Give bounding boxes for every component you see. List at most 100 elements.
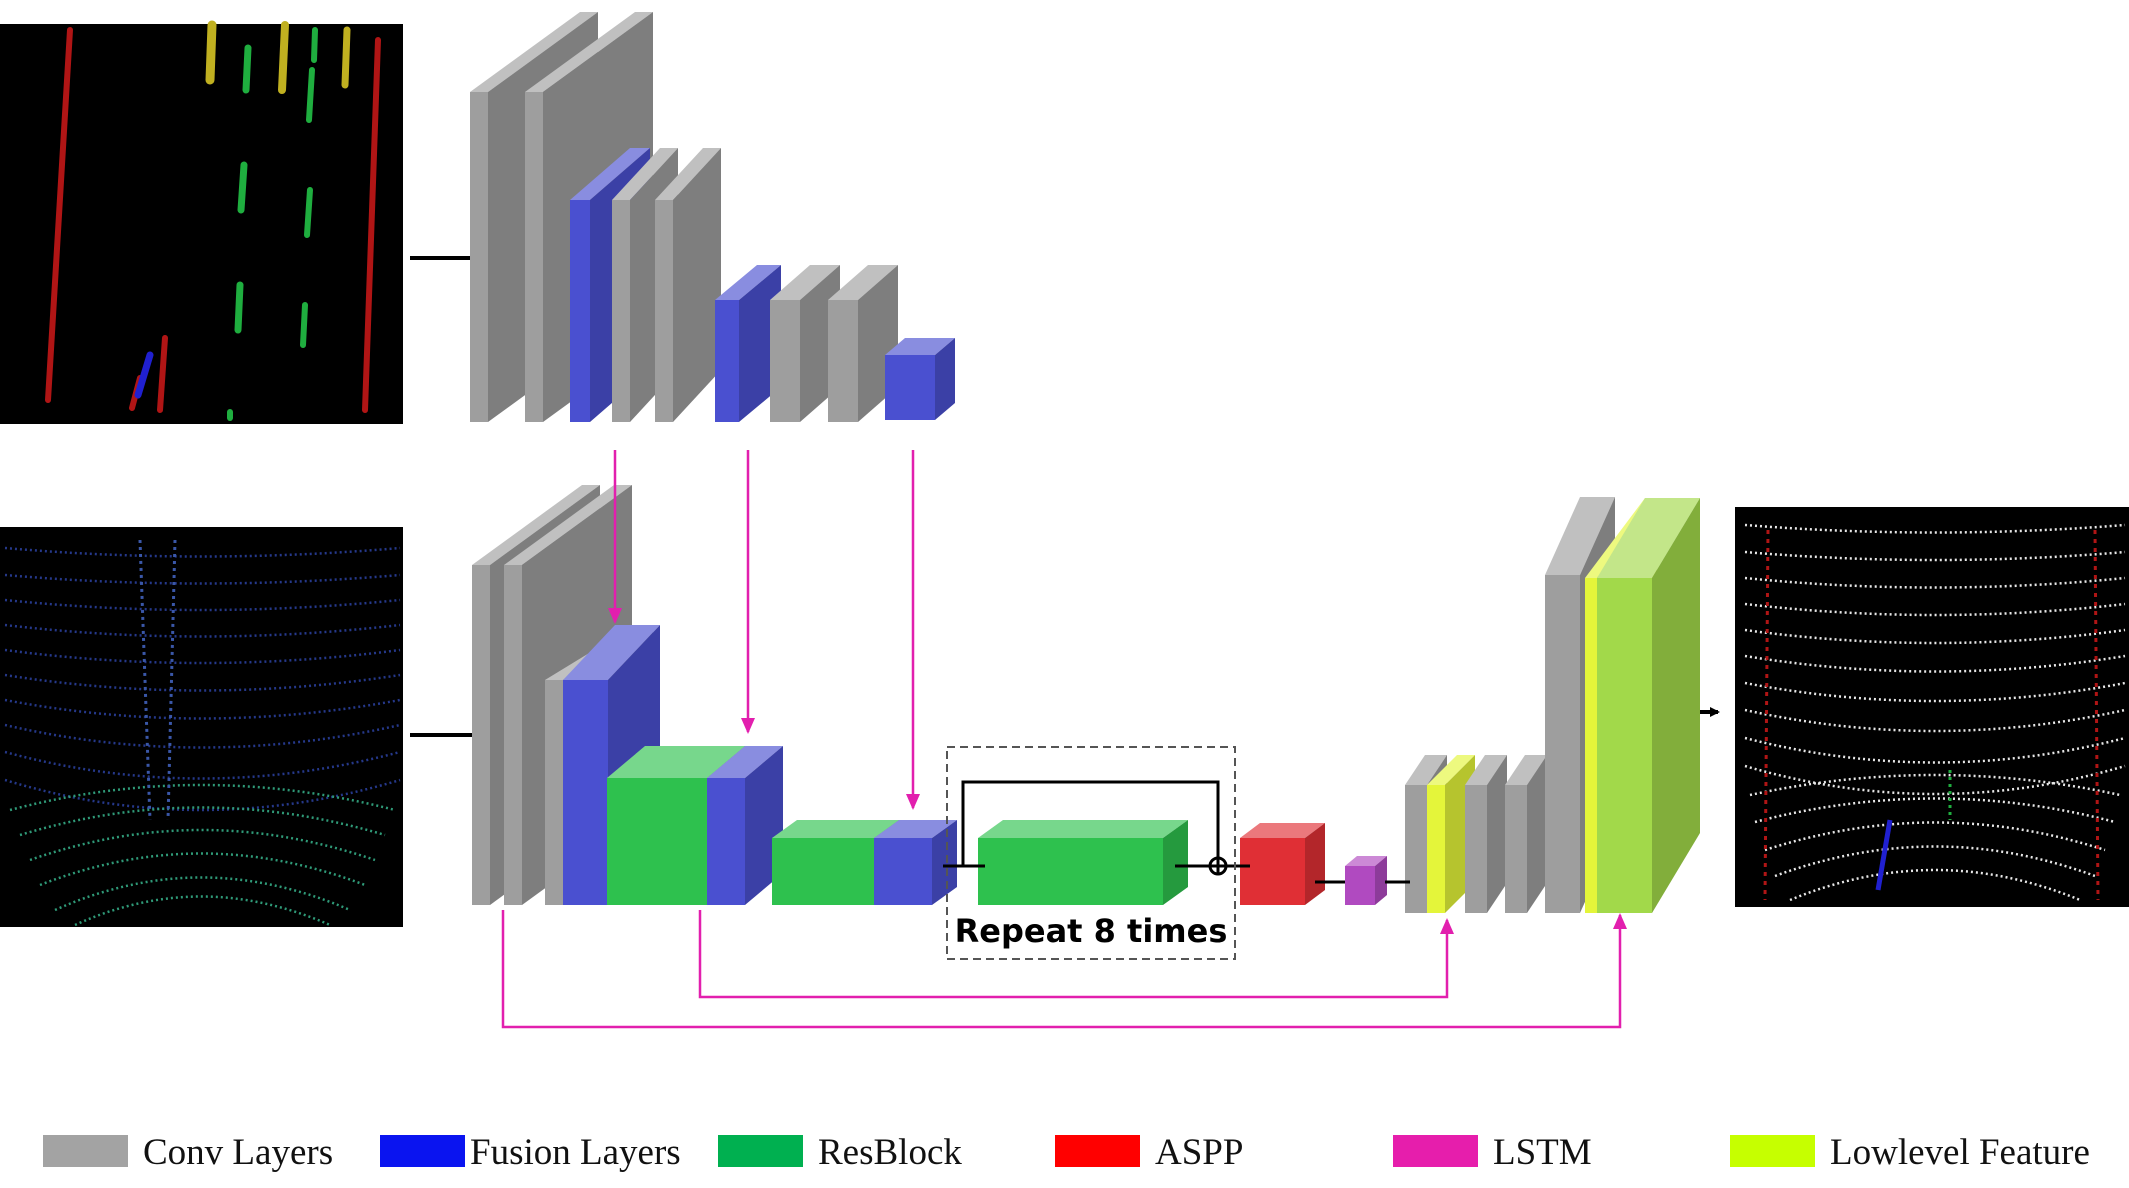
decoder-lowlevel-2-top [1597,498,1700,578]
residual-skip-connection [943,780,1410,884]
legend-item-conv-layers: Conv Layers [43,1132,333,1173]
repeated-resblock-side [1163,820,1188,905]
legend-label: ASPP [1155,1132,1243,1173]
top-conv-6-top [828,265,898,300]
top-conv-1-front [470,92,488,422]
top-fusion-2-front [715,300,739,422]
decoder-conv-4-top [1545,497,1615,575]
aspp-block-front [1240,838,1305,905]
legend-label: ResBlock [818,1132,962,1173]
top-conv-4 [655,148,721,422]
bottom-input-image [0,527,403,927]
top-conv-5-front [770,300,800,422]
top-conv-3-top [612,148,678,200]
decoder-lowlevel-2-front [1597,578,1652,913]
lstm-block-side [1375,856,1387,905]
top-conv-6 [828,265,898,422]
decoder-conv-1-top [1405,755,1447,785]
bottom-conv-1-top [472,485,600,565]
bottom-fusion-1-front [563,680,608,905]
legend-label: LSTM [1493,1132,1592,1173]
skip-to-decoder-1 [698,910,1454,999]
lstm-block-top [1345,856,1387,866]
top-input-image [0,20,403,424]
repeated-resblock-front [978,838,1163,905]
bottom-conv-1-front [472,565,490,905]
legend-item-fusion-layers: Fusion Layers [380,1132,681,1173]
bottom-fusion-1-top [563,625,660,680]
lstm-connectors [501,450,1627,1029]
decoder-conv-3-side [1527,755,1547,913]
legend-swatch [1730,1135,1815,1167]
legend-label: Conv Layers [143,1132,333,1173]
repeat-label: Repeat 8 times [955,912,1228,950]
bottom-conv-2-front [504,565,522,905]
bottom-fusion-3-front [874,838,932,905]
lstm-block [1345,856,1387,905]
bottom-fusion-2 [707,746,783,905]
top-conv-2-top [525,12,653,92]
decoder-lowlevel-2 [1597,498,1700,913]
top-fusion-3-top [885,338,955,355]
top-conv-4-front [655,200,673,422]
bottom-fusion-3-side [932,820,957,905]
bottom-fusion-2-front [707,778,745,905]
aspp-block-side [1305,823,1325,905]
decoder-lowlevel-edge-front [1585,578,1597,913]
top-fusion-1-front [570,200,590,422]
top-conv-1-top [470,12,598,92]
bottom-resblock-1-front [607,778,707,905]
legend-item-aspp: ASPP [1055,1132,1243,1173]
top-conv-2-front [525,92,543,422]
bottom-resblock-2-front [772,838,874,905]
repeat-group: Repeat 8 times [946,746,1236,960]
legend-item-resblock: ResBlock [718,1132,962,1173]
output-image [1735,507,2129,907]
decoder-conv-4-front [1545,575,1580,913]
aspp-block-top [1240,823,1325,838]
legend-label: Lowlevel Feature [1830,1132,2090,1173]
legend-swatch [43,1135,128,1167]
repeated-resblock [978,820,1188,905]
decoder-conv-1-front [1405,785,1427,913]
legend-swatch [1055,1135,1140,1167]
bottom-fusion-2-top [707,746,783,778]
decoder-conv-3-front [1505,785,1527,913]
decoder-conv-2-front [1465,785,1487,913]
bottom-fusion-3 [874,820,957,905]
decoder-conv-2-side [1487,755,1507,913]
bottom-conv-2-top [504,485,632,565]
bottom-conv-3-front [545,680,563,905]
decoder-lowlevel-1-top [1427,755,1475,785]
decoder-lowlevel-1-front [1427,785,1445,913]
legend-swatch [718,1135,803,1167]
bottom-fusion-3-top [874,820,957,838]
legend-item-lstm: LSTM [1393,1132,1592,1173]
top-fusion-1-top [570,148,650,200]
legend-item-lowlevel-feature: Lowlevel Feature [1730,1132,2090,1173]
top-conv-6-front [828,300,858,422]
bottom-resblock-1-top [607,746,745,778]
top-fusion-3-side [935,338,955,420]
skip-to-decoder-2 [501,910,1627,1029]
top-conv-5-top [770,265,840,300]
legend-swatch [1393,1135,1478,1167]
repeated-resblock-top [978,820,1188,838]
decoder-conv-2-top [1465,755,1507,785]
decoder-lowlevel-2-side [1652,498,1700,913]
top-conv-4-side [673,148,721,422]
network-blocks [470,12,1700,913]
decoder-conv-2 [1465,755,1507,913]
top-fusion-3 [885,338,955,420]
legend: Conv Layers Fusion Layers ResBlock ASPP LSTM… [43,1132,2090,1173]
lstm-block-front [1345,866,1375,905]
decoder-conv-3 [1505,755,1547,913]
legend-label: Fusion Layers [470,1132,681,1173]
top-fusion-2-top [715,265,781,300]
legend-swatch [380,1135,465,1167]
aspp-block [1240,823,1325,905]
top-conv-4-top [655,148,721,200]
top-conv-3-front [612,200,630,422]
top-fusion-3-front [885,355,935,420]
